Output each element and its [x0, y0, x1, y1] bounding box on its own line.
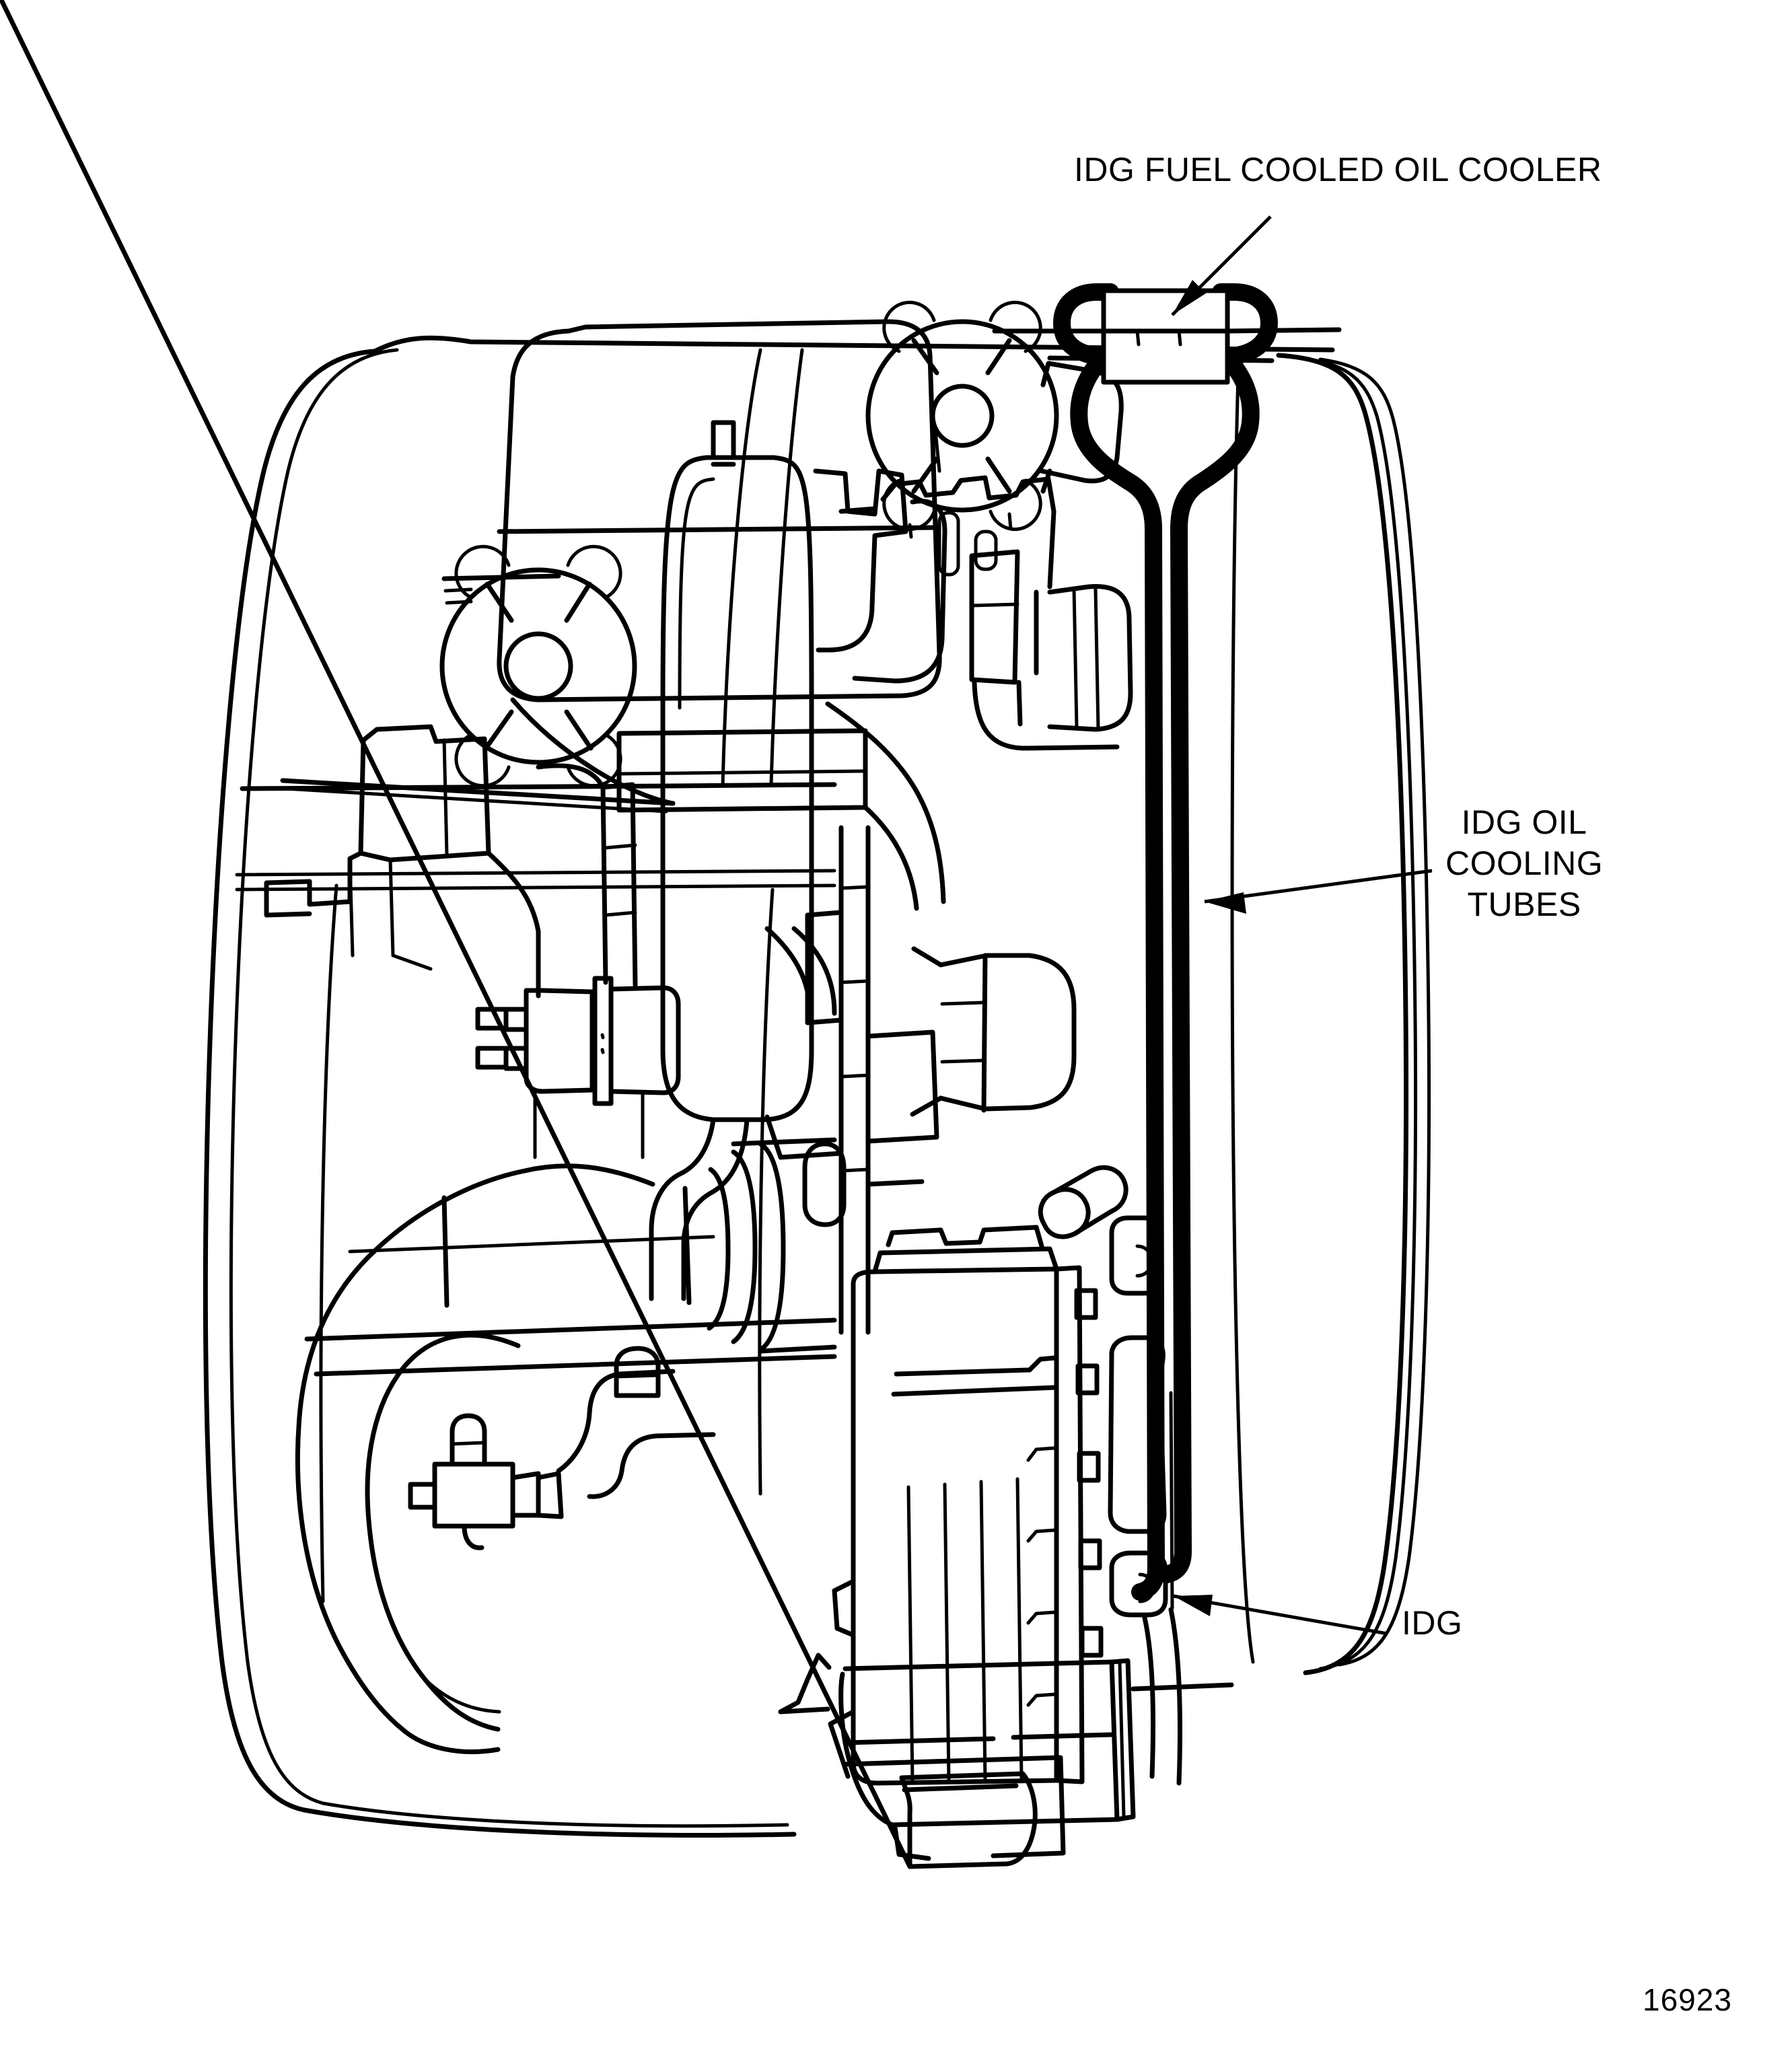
hydraulic-pump [264, 724, 638, 999]
gearbox-sump-housing [0, 0, 1234, 1869]
nacelle-aft-lip [1230, 353, 1431, 1675]
air-duct-hose [295, 1137, 847, 1754]
idg-oil-cooling-tubes [992, 283, 1342, 1601]
callout-label-idg: IDG [1402, 1604, 1463, 1642]
leader-lines [1171, 215, 1433, 1636]
bleed-duct-shroud [910, 946, 1077, 1117]
figure-number: 16923 [1643, 1982, 1732, 2017]
mount-bracket [838, 475, 1056, 589]
drain-valve [408, 1346, 716, 1550]
air-duct-box [280, 319, 942, 813]
accessory-gearbox [764, 429, 1133, 1335]
accessory-drive-pad-a [439, 544, 637, 788]
callout-label-idg-fuel-cooled-oil-cooler: IDG FUEL COOLED OIL COOLER [1074, 151, 1602, 188]
engine-fan-cowl [203, 335, 1335, 1838]
callout-label-idg-oil-cooling-tubes: IDG OIL COOLING TUBES [1445, 803, 1604, 923]
